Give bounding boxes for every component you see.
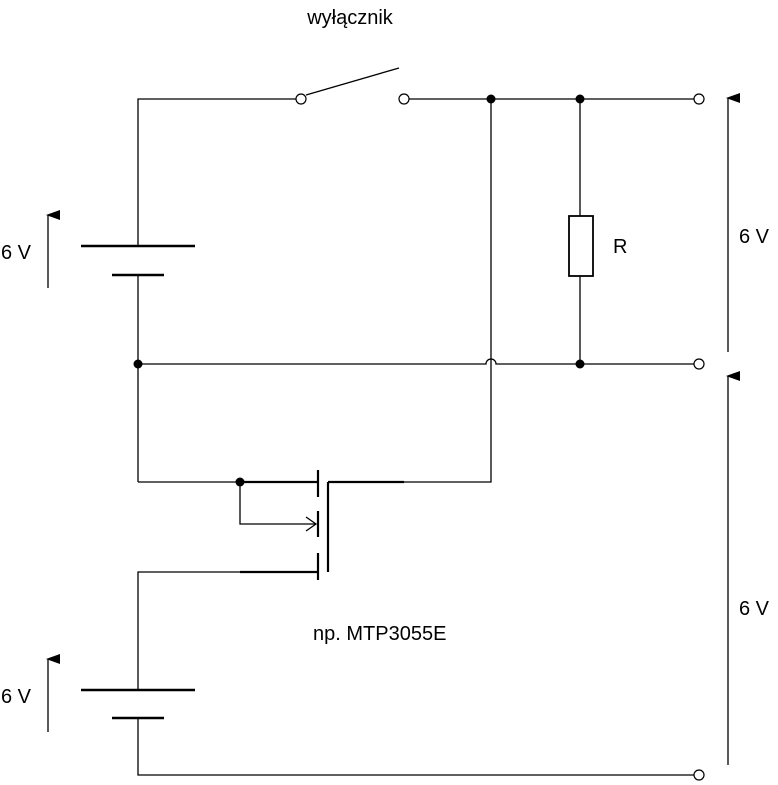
- switch-label: wyłącznik: [306, 7, 394, 29]
- junction-dot: [486, 94, 496, 104]
- output-terminal-bottom: [693, 769, 705, 781]
- junctions: [133, 94, 585, 487]
- junction-dot: [133, 359, 143, 369]
- resistor: [568, 215, 594, 277]
- battery-top-voltage-label: 6 V: [1, 242, 32, 264]
- output-terminal-middle: [693, 358, 705, 370]
- voltage-arrows: [46, 93, 740, 765]
- junction-dot: [575, 94, 585, 104]
- wire-top-left: [137, 98, 297, 246]
- resistor-label: R: [613, 236, 627, 258]
- battery-top: [81, 244, 195, 277]
- battery-bottom-voltage-label: 6 V: [1, 686, 32, 708]
- wire-drain-vertical: [404, 99, 492, 483]
- transistor-label: np. MTP3055E: [313, 623, 446, 645]
- junction-dot: [235, 477, 245, 487]
- output-bottom-voltage-label: 6 V: [739, 598, 770, 620]
- junction-dot: [575, 359, 585, 369]
- wire-middle-rail: [138, 358, 695, 365]
- switch: [295, 67, 410, 105]
- switch-contact-right: [398, 93, 410, 105]
- wire-body-loop: [239, 482, 300, 525]
- output-terminals: [693, 93, 705, 781]
- wire-gate: [137, 571, 240, 690]
- output-terminal-top: [693, 93, 705, 105]
- wire-bottom-rail: [137, 718, 695, 776]
- battery-bottom: [81, 688, 195, 720]
- output-top-voltage-label: 6 V: [739, 226, 770, 248]
- switch-lever: [305, 67, 400, 96]
- switch-contact-left: [295, 93, 307, 105]
- wires: [137, 98, 695, 776]
- mosfet: [240, 470, 404, 580]
- mosfet-body-arrow: [300, 516, 318, 532]
